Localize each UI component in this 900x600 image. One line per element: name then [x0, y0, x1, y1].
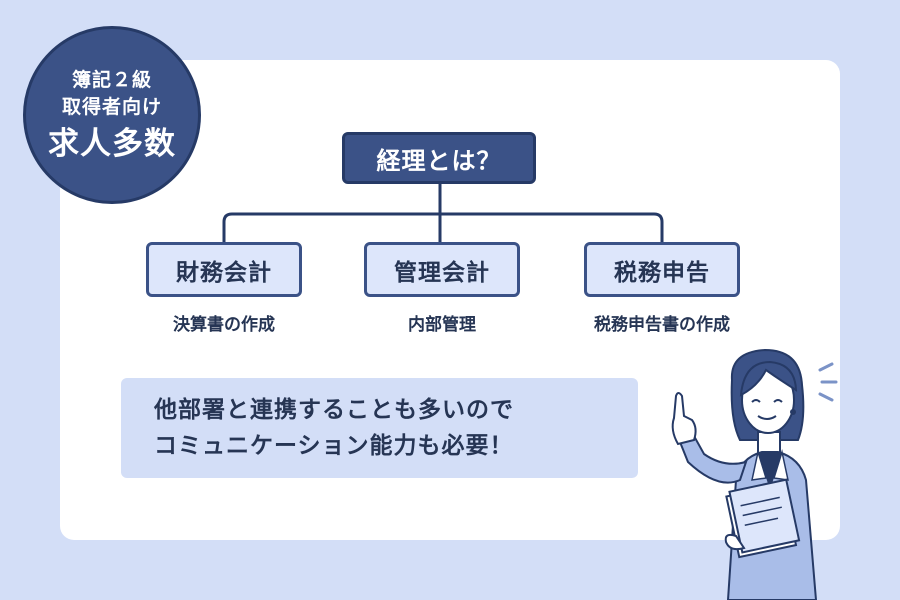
note-line-2: コミュニケーション能力も必要！	[154, 433, 514, 459]
subtitle-financial-accounting: 決算書の作成	[173, 315, 275, 335]
root-node: 経理とは？	[342, 132, 536, 184]
note-box: 他部署と連携することも多いので コミュニケーション能力も必要！	[121, 378, 638, 478]
connector-horizontal	[222, 212, 664, 242]
badge-line-1: 簿記２級	[71, 68, 152, 91]
note-line-1: 他部署と連携することも多いので	[154, 397, 514, 423]
subtitle-management-accounting: 内部管理	[408, 315, 476, 335]
node-tax-filing: 税務申告	[584, 242, 740, 297]
node-financial-accounting: 財務会計	[146, 242, 302, 297]
badge-line-2: 取得者向け	[61, 95, 162, 118]
businesswoman-pointing-icon	[671, 348, 838, 600]
badge-line-3: 求人多数	[48, 125, 176, 162]
node-management-accounting: 管理会計	[364, 242, 520, 297]
promo-badge: 簿記２級 取得者向け 求人多数	[23, 26, 201, 204]
subtitle-tax-filing: 税務申告書の作成	[594, 315, 730, 335]
